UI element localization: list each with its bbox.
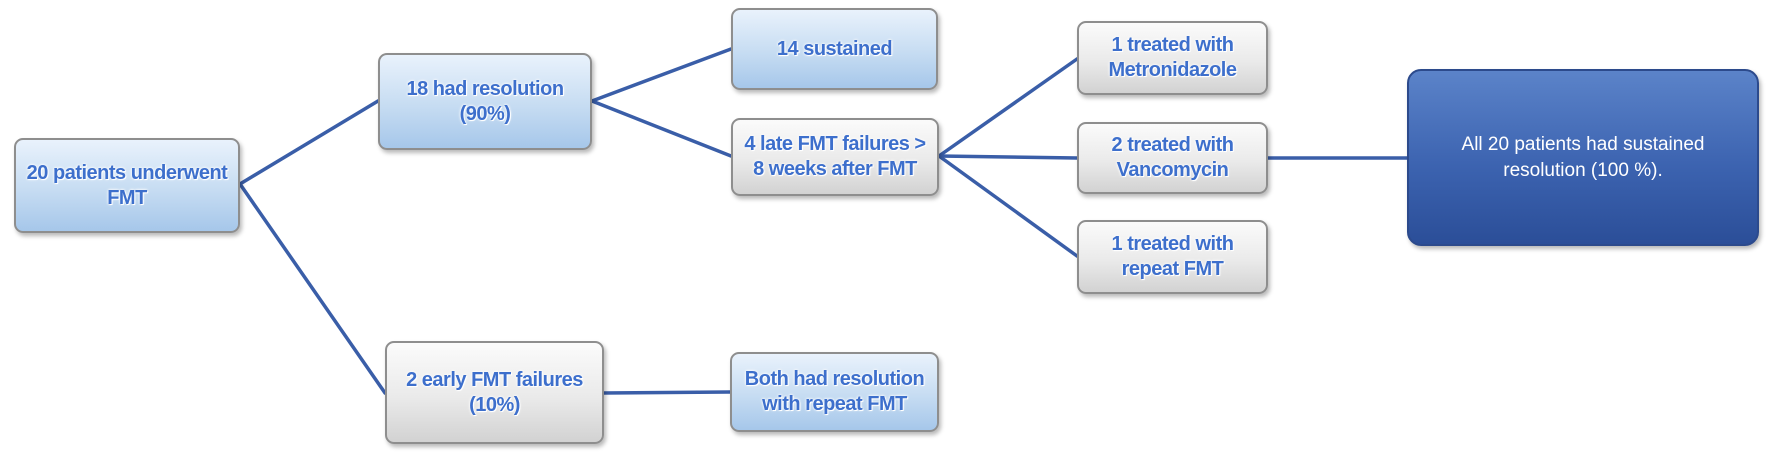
node-early-outcome: Both had resolution with repeat FMT bbox=[730, 352, 939, 432]
node-sustained-label: 14 sustained bbox=[776, 37, 893, 60]
node-resolution: 18 had resolution (90%) bbox=[378, 53, 592, 150]
connector-resolution-to-sustained bbox=[590, 47, 733, 103]
node-late-failures: 4 late FMT failures > 8 weeks after FMT bbox=[731, 118, 939, 196]
node-early-outcome-label: Both had resolution with repeat FMT bbox=[744, 368, 925, 415]
connector-late-failures-to-metronidazole bbox=[937, 57, 1079, 158]
node-early-failures-label: 2 early FMT failures (10%) bbox=[406, 368, 583, 416]
node-metronidazole: 1 treated with Metronidazole bbox=[1077, 21, 1268, 95]
connector-resolution-to-late-failures bbox=[590, 99, 733, 158]
node-early-failures: 2 early FMT failures (10%) bbox=[385, 341, 604, 444]
connector-start-to-resolution bbox=[238, 99, 380, 186]
node-vancomycin-label: 2 treated with Vancomycin bbox=[1111, 134, 1234, 181]
node-late-failures-label: 4 late FMT failures > 8 weeks after FMT bbox=[744, 133, 926, 180]
connector-late-failures-to-vancomycin bbox=[937, 154, 1079, 160]
node-metronidazole-label: 1 treated with Metronidazole bbox=[1108, 34, 1237, 81]
node-final-label: All 20 patients had sustained resolution… bbox=[1461, 133, 1705, 181]
node-repeat-fmt: 1 treated with repeat FMT bbox=[1077, 220, 1268, 294]
connector-start-to-early-failures bbox=[238, 182, 387, 395]
node-sustained: 14 sustained bbox=[731, 8, 938, 90]
node-start: 20 patients underwent FMT bbox=[14, 138, 240, 233]
connector-early-failures-to-outcome bbox=[602, 390, 732, 395]
connector-late-failures-to-repeat-fmt bbox=[937, 154, 1079, 258]
node-resolution-label: 18 had resolution (90%) bbox=[406, 77, 564, 125]
node-final: All 20 patients had sustained resolution… bbox=[1407, 69, 1759, 246]
node-vancomycin: 2 treated with Vancomycin bbox=[1077, 122, 1268, 194]
node-repeat-fmt-label: 1 treated with repeat FMT bbox=[1111, 233, 1234, 280]
node-start-label: 20 patients underwent FMT bbox=[26, 161, 228, 209]
